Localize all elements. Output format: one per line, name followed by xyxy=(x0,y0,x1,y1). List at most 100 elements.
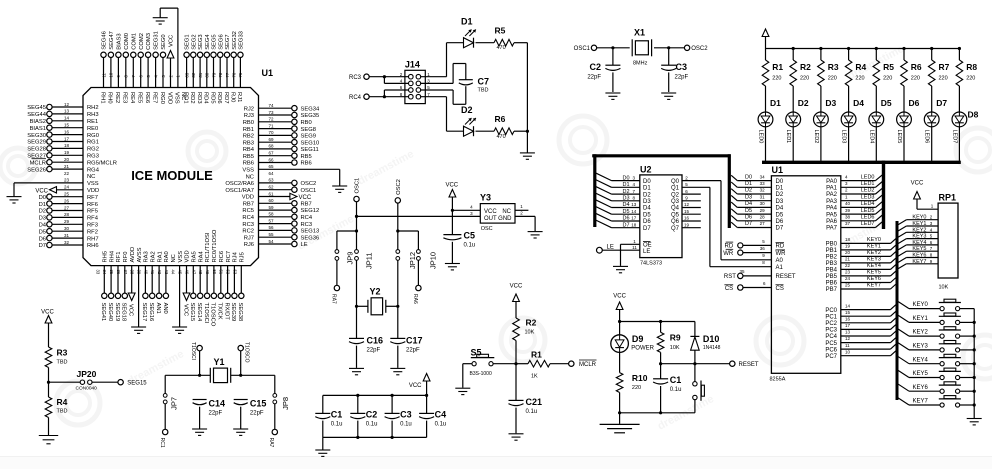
svg-text:R7: R7 xyxy=(939,62,950,72)
svg-text:D1: D1 xyxy=(776,186,784,192)
svg-text:55: 55 xyxy=(268,232,274,237)
svg-text:RF0: RF0 xyxy=(123,252,129,263)
svg-text:D1: D1 xyxy=(770,98,781,108)
svg-text:8255A: 8255A xyxy=(770,377,786,383)
svg-text:LED1: LED1 xyxy=(785,130,791,144)
svg-text:470: 470 xyxy=(497,134,506,140)
svg-text:RD4: RD4 xyxy=(203,92,209,104)
svg-text:PB6: PB6 xyxy=(826,281,838,287)
svg-text:7: 7 xyxy=(633,189,636,194)
svg-text:PC2: PC2 xyxy=(825,321,837,327)
svg-text:JP7: JP7 xyxy=(170,397,179,410)
svg-text:39: 39 xyxy=(137,270,142,275)
svg-text:RB7: RB7 xyxy=(243,202,254,208)
svg-text:RG1: RG1 xyxy=(87,140,99,146)
svg-text:SEG30: SEG30 xyxy=(27,133,46,139)
svg-text:C16: C16 xyxy=(367,336,384,346)
svg-text:OSC2: OSC2 xyxy=(301,181,317,187)
svg-text:7: 7 xyxy=(427,92,430,97)
svg-text:RE6: RE6 xyxy=(144,92,150,103)
svg-text:220: 220 xyxy=(855,76,864,82)
svg-text:44: 44 xyxy=(171,270,176,275)
svg-text:22pF: 22pF xyxy=(587,75,601,81)
svg-text:22pF: 22pF xyxy=(406,348,420,354)
svg-text:14: 14 xyxy=(64,116,70,121)
svg-text:2: 2 xyxy=(520,210,523,215)
svg-text:3: 3 xyxy=(427,79,430,84)
svg-text:KEY1: KEY1 xyxy=(913,316,929,322)
svg-text:LED6: LED6 xyxy=(861,215,875,221)
svg-text:PA0: PA0 xyxy=(826,179,838,185)
svg-text:R1: R1 xyxy=(772,62,783,72)
svg-text:OSC1: OSC1 xyxy=(355,178,361,194)
svg-text:21: 21 xyxy=(845,257,851,262)
svg-text:74LS373: 74LS373 xyxy=(640,261,662,267)
svg-text:C4: C4 xyxy=(435,409,447,419)
svg-text:LE: LE xyxy=(301,242,308,248)
svg-text:RG0: RG0 xyxy=(87,133,99,139)
svg-text:17: 17 xyxy=(64,136,70,141)
svg-text:2: 2 xyxy=(930,215,933,220)
svg-text:LED0: LED0 xyxy=(758,130,764,144)
svg-text:D1: D1 xyxy=(39,202,46,208)
svg-text:PB3: PB3 xyxy=(826,261,838,267)
svg-text:KEY3: KEY3 xyxy=(867,257,881,263)
svg-text:GND: GND xyxy=(498,216,512,222)
svg-text:36: 36 xyxy=(760,246,766,251)
svg-text:23: 23 xyxy=(845,270,851,275)
svg-text:JP12: JP12 xyxy=(408,252,417,269)
svg-text:1: 1 xyxy=(931,204,934,209)
svg-text:R8: R8 xyxy=(966,62,977,72)
svg-text:D3: D3 xyxy=(776,199,784,205)
svg-text:LED2: LED2 xyxy=(861,188,875,194)
svg-text:19: 19 xyxy=(845,244,851,249)
svg-text:R5: R5 xyxy=(883,62,894,72)
svg-text:R6: R6 xyxy=(495,114,506,124)
svg-text:D0: D0 xyxy=(39,195,46,201)
svg-text:1K: 1K xyxy=(531,374,538,380)
svg-text:VCC: VCC xyxy=(510,284,523,290)
svg-text:220: 220 xyxy=(772,76,781,82)
svg-text:D4: D4 xyxy=(643,206,651,212)
svg-text:CS: CS xyxy=(776,286,784,292)
svg-text:RA5: RA5 xyxy=(192,251,198,262)
svg-text:47: 47 xyxy=(191,270,196,275)
svg-text:74: 74 xyxy=(268,103,274,108)
svg-text:RA3: RA3 xyxy=(144,251,150,262)
svg-text:37: 37 xyxy=(123,270,128,275)
svg-text:C1: C1 xyxy=(670,375,682,385)
svg-text:17: 17 xyxy=(845,323,851,328)
svg-text:ICE MODULE: ICE MODULE xyxy=(131,168,213,183)
svg-text:4: 4 xyxy=(400,79,403,84)
svg-text:57: 57 xyxy=(268,218,274,223)
svg-text:PA2: PA2 xyxy=(826,192,838,198)
svg-text:58: 58 xyxy=(268,212,274,217)
svg-text:LED1: LED1 xyxy=(861,181,875,187)
svg-text:22: 22 xyxy=(845,263,851,268)
svg-text:62: 62 xyxy=(268,185,274,190)
svg-text:48: 48 xyxy=(198,270,203,275)
svg-text:KEY7: KEY7 xyxy=(912,259,926,265)
svg-text:D9: D9 xyxy=(632,334,644,344)
svg-text:23: 23 xyxy=(64,178,70,183)
svg-text:C17: C17 xyxy=(406,336,423,346)
svg-text:RC6: RC6 xyxy=(219,251,225,263)
svg-text:5: 5 xyxy=(762,239,765,244)
svg-text:RE4: RE4 xyxy=(129,92,135,104)
svg-text:TBD: TBD xyxy=(478,88,489,94)
svg-text:CON0040: CON0040 xyxy=(76,385,98,391)
svg-text:5: 5 xyxy=(427,85,430,90)
svg-text:SEG46: SEG46 xyxy=(102,31,108,50)
svg-text:49: 49 xyxy=(205,270,210,275)
svg-text:SEG6: SEG6 xyxy=(218,34,224,49)
svg-text:C1: C1 xyxy=(331,409,343,419)
svg-text:4: 4 xyxy=(470,204,473,209)
svg-text:D5: D5 xyxy=(745,208,752,214)
svg-text:11: 11 xyxy=(845,343,850,348)
svg-text:SEG17: SEG17 xyxy=(141,303,147,322)
svg-text:MCLR: MCLR xyxy=(579,362,597,368)
svg-text:RB7: RB7 xyxy=(301,202,312,208)
svg-text:PA4: PA4 xyxy=(826,206,838,212)
svg-text:68: 68 xyxy=(268,144,274,149)
svg-text:KEY3: KEY3 xyxy=(912,234,926,240)
